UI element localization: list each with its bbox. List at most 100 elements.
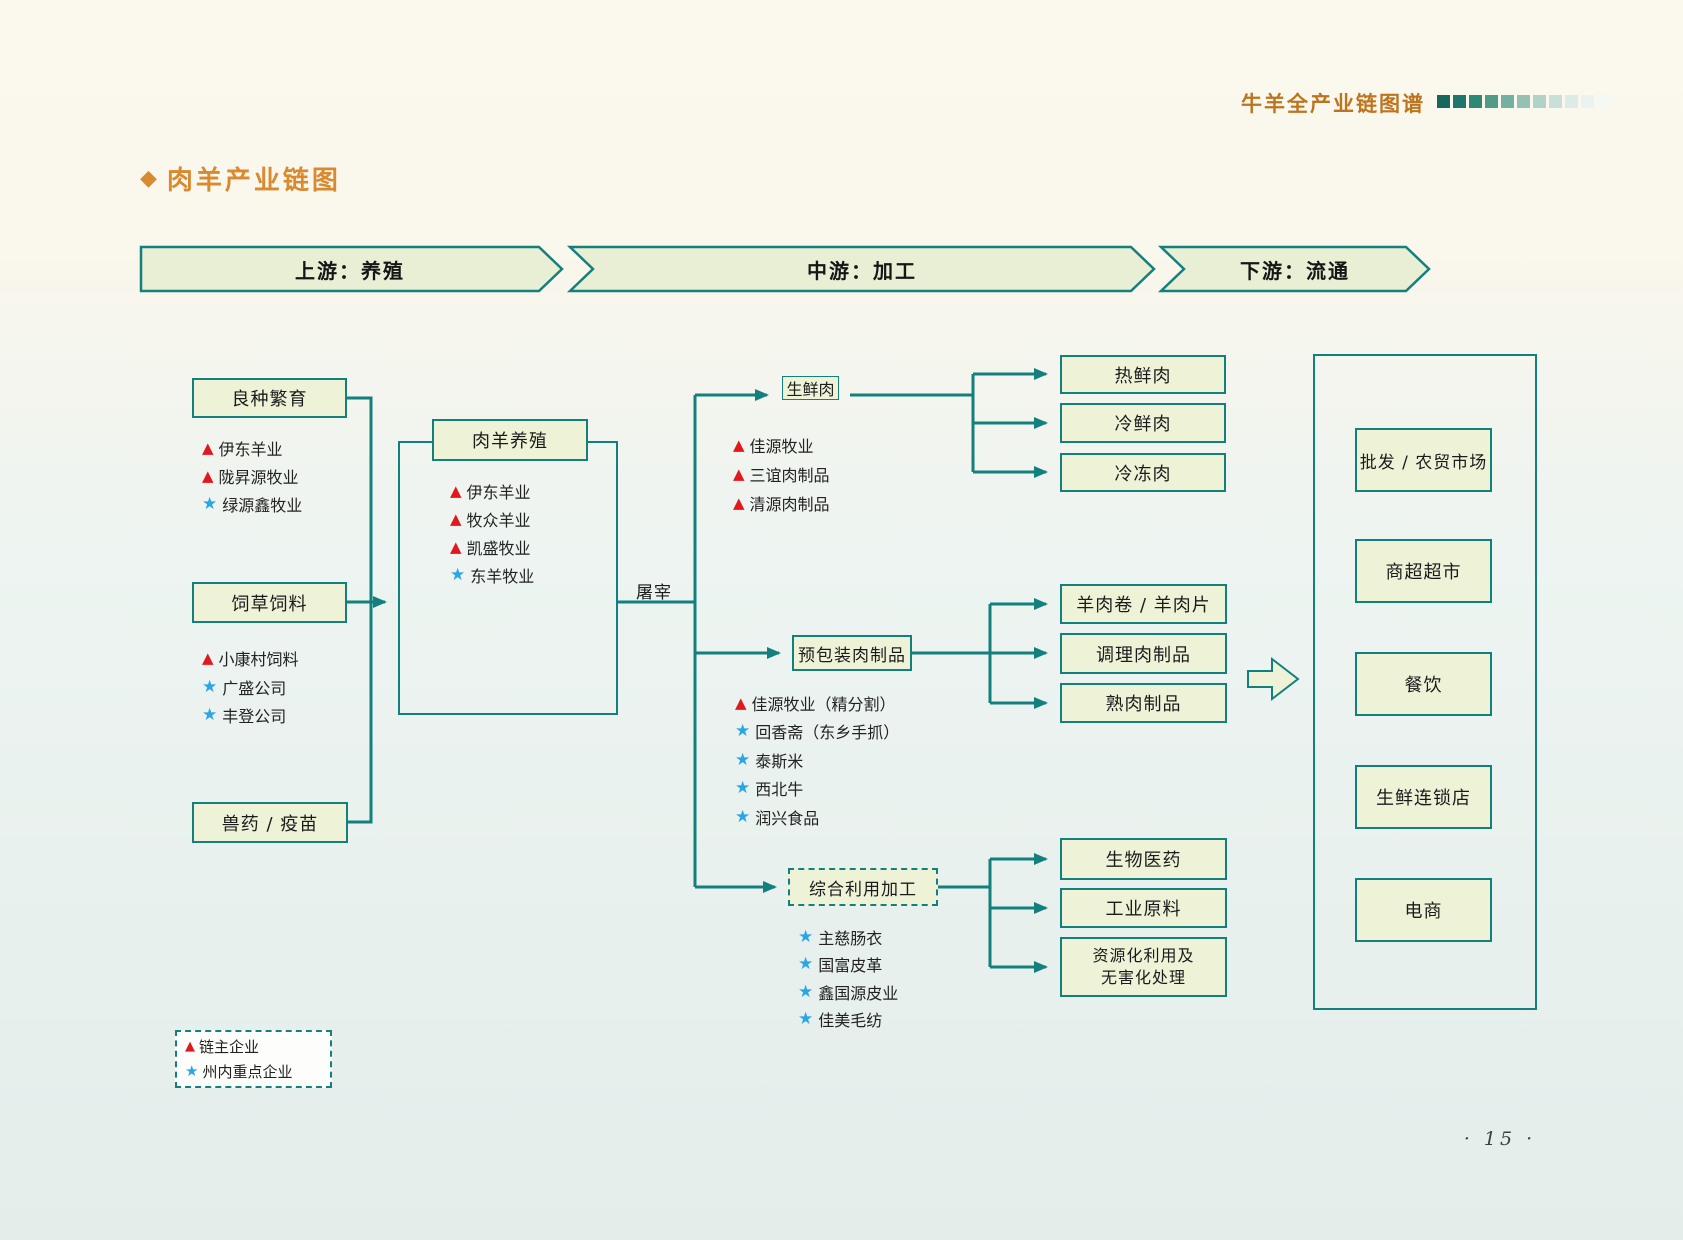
page-number-dot: · [1463, 1128, 1474, 1150]
company-name: 三谊肉制品 [749, 466, 830, 485]
company-name: 泰斯米 [755, 752, 804, 771]
chain-leader-marker-icon: ▲ [202, 466, 214, 485]
node-raising: 肉羊养殖 [432, 419, 588, 461]
company-name: 佳美毛纺 [818, 1011, 883, 1030]
output-resource-utilization: 资源化利用及 无害化处理 [1060, 937, 1227, 997]
output-conditioned-meat: 调理肉制品 [1060, 633, 1227, 674]
company-name: 小康村饲料 [218, 650, 299, 669]
diamond-bullet-icon: ◆ [140, 165, 157, 191]
company-row: ★ 广盛公司 [202, 675, 286, 699]
banner-upstream-shape [139, 245, 564, 293]
channel-fresh-chain-store: 生鲜连锁店 [1355, 765, 1492, 829]
company-name: 绿源鑫牧业 [222, 496, 303, 515]
page-number-value: 15 [1483, 1128, 1517, 1150]
channel-ecommerce: 电商 [1355, 878, 1492, 942]
page-number-dot: · [1526, 1128, 1537, 1150]
slaughter-label: 屠宰 [636, 583, 672, 603]
key-enterprise-marker-icon: ★ [202, 676, 218, 697]
gradient-square [1485, 95, 1498, 108]
company-row: ★ 佳美毛纺 [798, 1007, 882, 1031]
company-row: ★ 润兴食品 [735, 805, 819, 829]
legend-label: 州内重点企业 [202, 1063, 293, 1081]
company-name: 东羊牧业 [470, 567, 535, 586]
chain-leader-marker-icon: ▲ [733, 435, 745, 454]
output-biomedicine: 生物医药 [1060, 838, 1227, 880]
banner-downstream-label: 下游：流通 [1240, 258, 1350, 283]
company-name: 伊东羊业 [466, 483, 531, 502]
header-badge-title: 牛羊全产业链图谱 [1241, 91, 1425, 116]
gradient-square [1469, 95, 1482, 108]
company-row: ▲ 小康村饲料 [202, 646, 299, 670]
company-name: 凯盛牧业 [466, 539, 531, 558]
page-number: · 15 · [1440, 1128, 1560, 1150]
banner-midstream-shape [566, 245, 1156, 293]
legend: ▲ 链主企业 ★ 州内重点企业 [175, 1030, 332, 1088]
node-feed: 饲草饲料 [192, 582, 347, 623]
chain-leader-marker-icon: ▲ [185, 1039, 195, 1054]
company-name: 伊东羊业 [218, 440, 283, 459]
banner-midstream-label: 中游：加工 [807, 258, 917, 283]
gradient-square [1453, 95, 1466, 108]
company-row: ▲ 伊东羊业 [202, 436, 283, 460]
company-row: ★ 西北牛 [735, 776, 803, 800]
company-name: 鑫国源皮业 [818, 984, 899, 1003]
company-row: ▲ 佳源牧业 [733, 433, 814, 457]
banner-upstream-label: 上游：养殖 [295, 258, 405, 283]
key-enterprise-marker-icon: ★ [450, 564, 466, 585]
key-enterprise-marker-icon: ★ [735, 749, 751, 770]
company-name: 西北牛 [755, 780, 804, 799]
channel-supermarket: 商超超市 [1355, 539, 1492, 603]
downstream-container [1313, 354, 1537, 1010]
chain-leader-marker-icon: ▲ [202, 438, 214, 457]
gradient-square [1501, 95, 1514, 108]
chain-leader-marker-icon: ▲ [450, 481, 462, 500]
key-enterprise-marker-icon: ★ [735, 806, 751, 827]
company-row: ★ 绿源鑫牧业 [202, 492, 302, 516]
key-enterprise-marker-icon: ★ [735, 777, 751, 798]
company-name: 主慈肠衣 [818, 929, 883, 948]
key-enterprise-marker-icon: ★ [735, 720, 751, 741]
gradient-square [1549, 95, 1562, 108]
company-row: ▲ 三谊肉制品 [733, 462, 830, 486]
key-enterprise-marker-icon: ★ [185, 1062, 199, 1080]
company-row: ★ 主慈肠衣 [798, 925, 882, 949]
output-industrial-raw-material: 工业原料 [1060, 888, 1227, 928]
header-gradient-squares [1437, 95, 1610, 108]
company-row: ▲ 牧众羊业 [450, 507, 531, 531]
output-lamb-rolls: 羊肉卷 / 羊肉片 [1060, 584, 1227, 624]
gradient-square [1565, 95, 1578, 108]
company-name: 清源肉制品 [749, 495, 830, 514]
page-title-text: 肉羊产业链图 [166, 166, 341, 196]
company-row: ★ 鑫国源皮业 [798, 980, 898, 1004]
company-row: ▲ 清源肉制品 [733, 491, 830, 515]
company-name: 润兴食品 [755, 809, 820, 828]
company-name: 回香斋（东乡手抓） [755, 723, 900, 742]
company-name: 牧众羊业 [466, 511, 531, 530]
node-veterinary-medicine: 兽药 / 疫苗 [192, 802, 348, 843]
output-frozen-meat: 冷冻肉 [1060, 453, 1226, 492]
chain-leader-marker-icon: ▲ [735, 693, 747, 712]
company-name: 陇昇源牧业 [218, 468, 299, 487]
chain-leader-marker-icon: ▲ [450, 537, 462, 556]
node-breeding: 良种繁育 [192, 378, 347, 418]
chain-leader-marker-icon: ▲ [733, 464, 745, 483]
downstream-block-arrow [1247, 656, 1300, 702]
channel-catering: 餐饮 [1355, 652, 1492, 716]
chain-leader-marker-icon: ▲ [202, 648, 214, 667]
company-row: ▲ 佳源牧业（精分割） [735, 691, 896, 715]
company-name: 国富皮革 [818, 956, 883, 975]
key-enterprise-marker-icon: ★ [798, 926, 814, 947]
page-title: ◆ 肉羊产业链图 [140, 160, 341, 197]
company-name: 广盛公司 [222, 679, 287, 698]
company-row: ★ 丰登公司 [202, 703, 286, 727]
banner-downstream-shape [1157, 245, 1431, 293]
output-chilled-meat: 冷鲜肉 [1060, 403, 1226, 443]
gradient-square [1437, 95, 1450, 108]
company-row: ▲ 伊东羊业 [450, 479, 531, 503]
key-enterprise-marker-icon: ★ [798, 981, 814, 1002]
key-enterprise-marker-icon: ★ [798, 1008, 814, 1029]
connector-lines [347, 368, 1048, 973]
node-fresh-meat: 生鲜肉 [782, 376, 839, 400]
legend-label: 链主企业 [199, 1038, 260, 1056]
